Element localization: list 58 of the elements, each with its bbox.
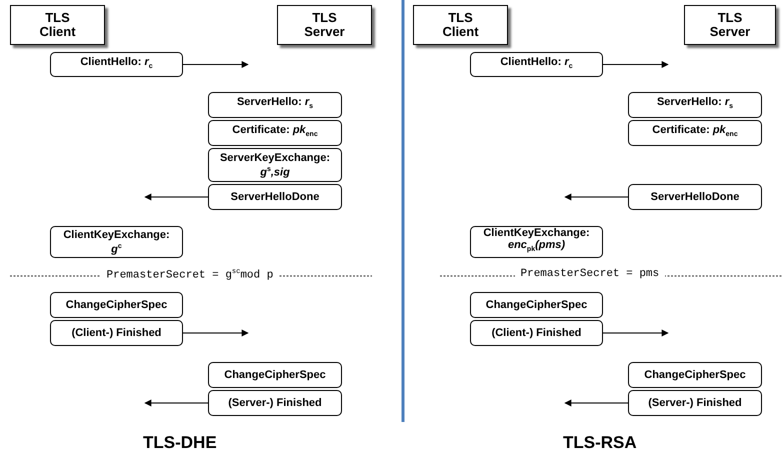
message-name: ChangeCipherSpec	[66, 299, 168, 311]
message-box	[470, 320, 603, 346]
message-arrow	[602, 330, 669, 336]
message-box	[50, 52, 183, 77]
message-name: (Server-) Finished	[648, 397, 742, 409]
message-arrow	[602, 61, 669, 68]
message-box	[208, 184, 342, 210]
message-arrow	[182, 330, 249, 336]
participant-name: TLS Client	[441, 11, 480, 39]
message-box	[628, 362, 762, 388]
participant-box	[684, 5, 776, 45]
message-box	[208, 390, 342, 416]
message-box	[470, 52, 603, 77]
message-name: ServerHelloDone	[650, 191, 740, 203]
message-name: ServerKeyExchange: g$^{s}$,sig	[219, 152, 331, 178]
message-box	[628, 120, 762, 146]
panel-label: TLS-DHE	[143, 433, 217, 453]
participant-name: TLS Server	[708, 11, 752, 39]
message-arrow	[144, 400, 208, 406]
message-arrow	[182, 61, 249, 68]
message-box	[628, 92, 762, 118]
message-box	[50, 292, 183, 318]
participant-box	[10, 5, 105, 45]
message-box	[470, 226, 603, 258]
message-name: ChangeCipherSpec	[224, 369, 326, 381]
message-name: ServerHelloDone	[230, 191, 320, 203]
message-box	[50, 226, 183, 258]
message-name: Certificate: pk$_{enc}$	[652, 124, 738, 141]
message-arrow	[564, 400, 628, 406]
message-arrow	[564, 194, 628, 200]
participant-box	[413, 5, 508, 45]
premaster-secret-note: PremasterSecret = pms	[514, 268, 666, 280]
message-box	[208, 148, 342, 182]
message-name: Certificate: pk$_{enc}$	[232, 124, 318, 141]
panel-label: TLS-RSA	[563, 433, 637, 453]
participant-name: TLS Server	[303, 11, 346, 39]
participant-box	[277, 5, 372, 45]
message-box	[208, 362, 342, 388]
message-name: ServerHello: r$_{s}$	[656, 96, 734, 113]
message-arrow	[144, 194, 208, 200]
message-name: ClientKeyExchange: g$^{c}$	[62, 228, 171, 256]
message-box	[628, 184, 762, 210]
message-name: ClientHello: r$_{c}$	[80, 56, 153, 72]
message-name: ServerHello: r$_{s}$	[236, 96, 314, 113]
message-name: (Client-) Finished	[492, 327, 582, 339]
message-name: (Client-) Finished	[72, 327, 162, 339]
message-name: ChangeCipherSpec	[486, 299, 588, 311]
message-box	[50, 320, 183, 346]
message-box	[470, 292, 603, 318]
message-name: ChangeCipherSpec	[644, 369, 746, 381]
participant-name: TLS Client	[38, 11, 77, 39]
message-name: (Server-) Finished	[228, 397, 322, 409]
premaster-secret-note: PremasterSecret = g$^{sc}$mod p	[100, 268, 280, 282]
message-box	[628, 390, 762, 416]
message-name: ClientHello: r$_{c}$	[500, 56, 573, 72]
message-box	[208, 120, 342, 146]
message-box	[208, 92, 342, 118]
message-name: ClientKeyExchange: enc$_{pk}$(pms)	[482, 227, 591, 256]
